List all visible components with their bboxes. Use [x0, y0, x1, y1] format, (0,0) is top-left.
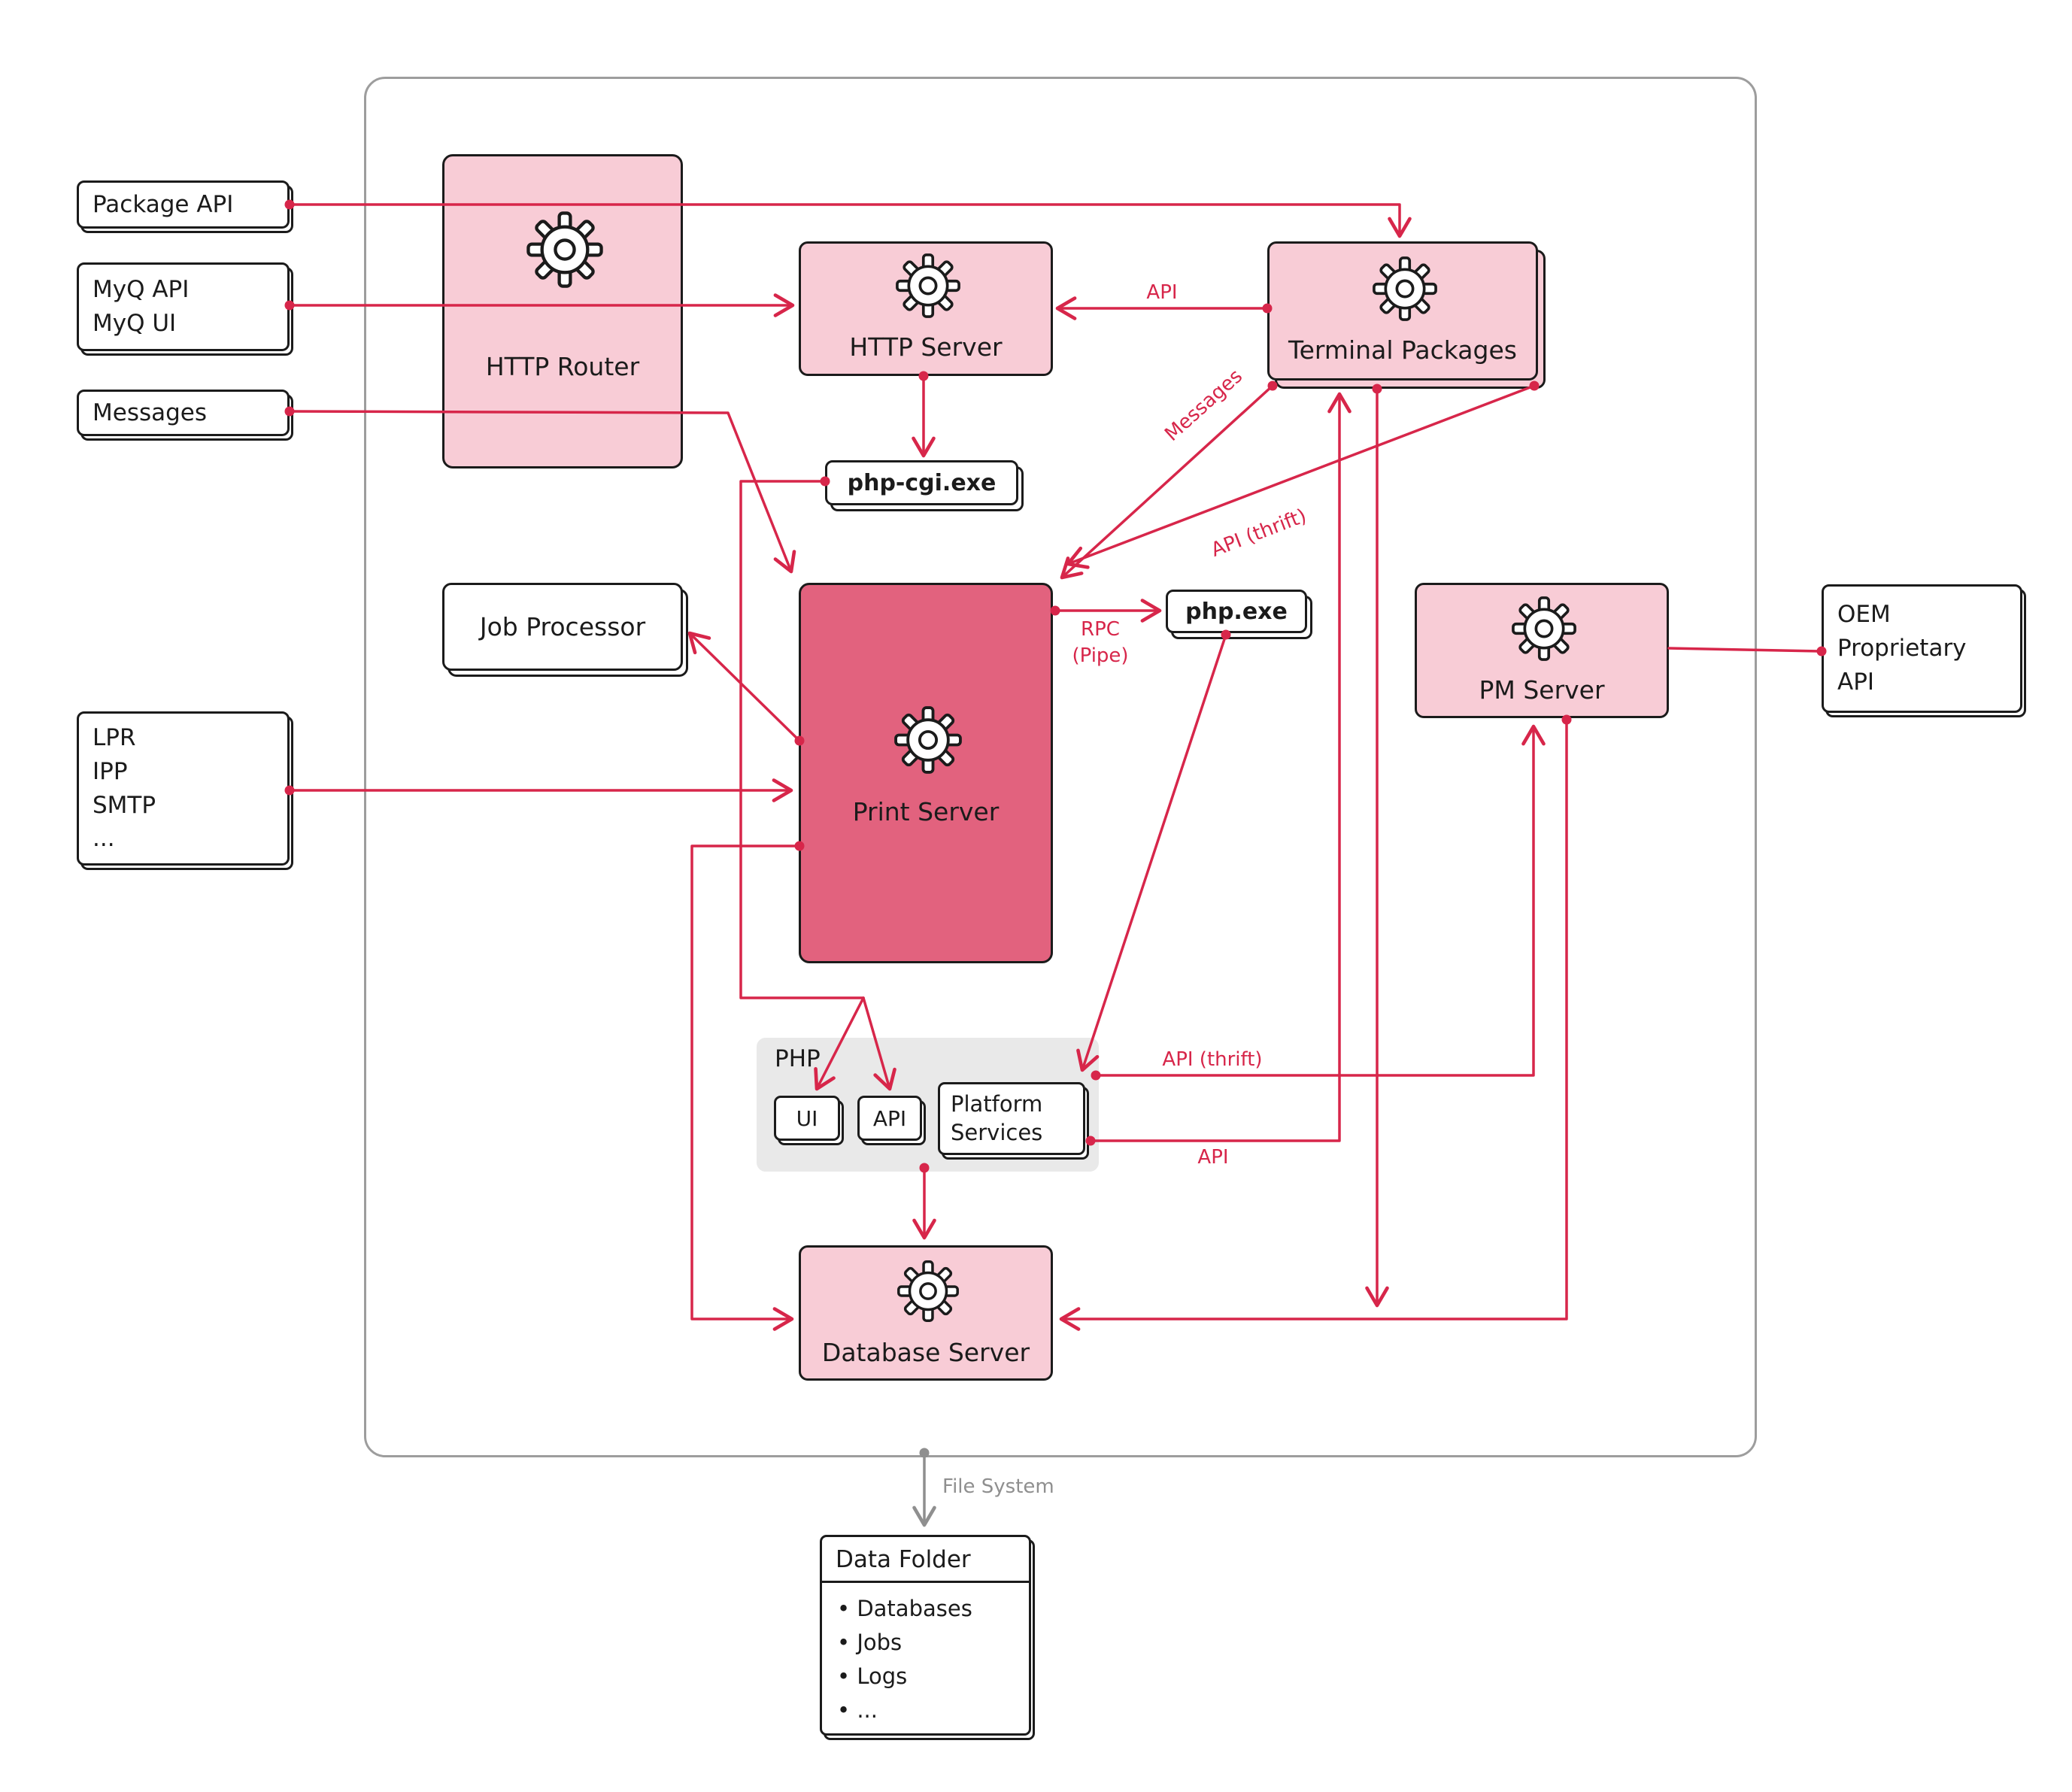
node-label: Platform [951, 1090, 1043, 1117]
node-label: API [872, 1105, 907, 1131]
node-label: php-cgi.exe [847, 469, 997, 496]
node-label: php.exe [1185, 598, 1288, 625]
node-terminal-packages: Terminal Packages [1267, 241, 1538, 381]
gear-icon [526, 211, 604, 289]
node-lpr-ipp-smtp: LPR IPP SMTP ... [77, 711, 290, 866]
edge-label-api-thrift-horizontal: API (thrift) [1162, 1048, 1263, 1071]
node-print-server: Print Server [799, 583, 1053, 963]
node-job-processor: Job Processor [442, 583, 683, 671]
node-oem-proprietary-api: OEM Proprietary API [1822, 584, 2022, 713]
node-label: LPR [93, 723, 136, 751]
node-myq-api-ui: MyQ API MyQ UI [77, 262, 290, 351]
edge-label-rpc-pipe: RPC (Pipe) [1051, 617, 1149, 669]
list-item: Databases [837, 1592, 1014, 1626]
node-php-ui: UI [774, 1096, 840, 1141]
node-php-exe: php.exe [1166, 590, 1307, 633]
node-http-server: HTTP Server [799, 241, 1053, 376]
edge-label-rpc: RPC [1081, 618, 1120, 641]
group-label: PHP [775, 1045, 821, 1072]
node-label: MyQ API [93, 276, 190, 304]
node-label: Package API [93, 190, 234, 218]
node-label: UI [796, 1105, 818, 1131]
node-label: PM Server [1479, 675, 1605, 705]
node-php-cgi-exe: php-cgi.exe [825, 460, 1018, 505]
edge-label-file-system: File System [942, 1475, 1054, 1498]
node-label: Proprietary [1837, 635, 1967, 663]
node-label: MyQ UI [93, 310, 177, 337]
node-label: IPP [93, 757, 128, 785]
system-boundary [364, 77, 1757, 1457]
node-http-router: HTTP Router [442, 154, 683, 468]
gear-icon [896, 1260, 960, 1323]
data-folder-title: Data Folder [822, 1537, 1029, 1583]
node-database-server: Database Server [799, 1245, 1053, 1381]
node-label: Database Server [821, 1338, 1030, 1367]
gear-icon [895, 253, 961, 319]
node-label: Terminal Packages [1288, 335, 1517, 365]
node-label: Messages [93, 399, 208, 426]
node-package-api: Package API [77, 180, 290, 229]
edge-label-api-horizontal: API [1197, 1146, 1229, 1169]
node-label: ... [93, 825, 115, 853]
node-label: HTTP Server [849, 332, 1003, 362]
node-php-api: API [857, 1096, 922, 1141]
edge-label-api: API [1146, 281, 1178, 304]
gear-icon [1372, 256, 1438, 322]
node-platform-services: Platform Services [938, 1082, 1085, 1155]
node-label: OEM [1837, 601, 1891, 629]
node-label: HTTP Router [485, 352, 640, 381]
list-item: Logs [837, 1660, 1014, 1693]
node-messages: Messages [77, 390, 290, 436]
node-label: Print Server [852, 797, 1000, 826]
gear-icon [1511, 596, 1577, 662]
node-label: API [1837, 668, 1875, 696]
list-item: Jobs [837, 1626, 1014, 1660]
data-folder-items: Databases Jobs Logs ... [822, 1583, 1029, 1736]
node-label: Services [951, 1119, 1043, 1145]
node-pm-server: PM Server [1415, 583, 1669, 718]
gear-icon [893, 705, 963, 775]
node-label: Job Processor [479, 612, 646, 641]
list-item: ... [837, 1693, 1014, 1727]
edge-label-pipe: (Pipe) [1072, 644, 1129, 668]
node-data-folder: Data Folder Databases Jobs Logs ... [820, 1535, 1031, 1736]
group-php: PHP UI API Platform Services [757, 1038, 1099, 1172]
node-label: SMTP [93, 791, 156, 819]
